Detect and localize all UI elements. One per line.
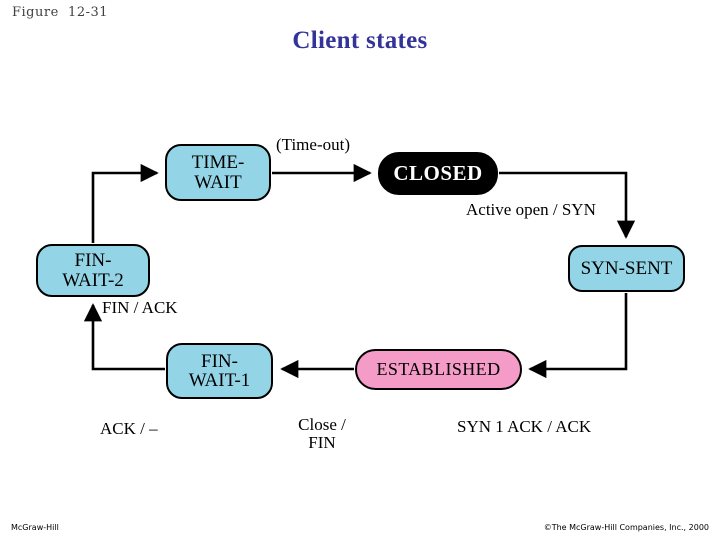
state-node-established[interactable]: ESTABLISHED xyxy=(355,349,522,390)
state-label-established: ESTABLISHED xyxy=(376,359,501,380)
edge-label-timeout: (Time-out) xyxy=(276,135,350,154)
state-label-fin-wait-2: FIN- WAIT-2 xyxy=(62,250,124,291)
state-node-time-wait[interactable]: TIME- WAIT xyxy=(165,144,271,201)
diagram-connectors xyxy=(83,163,636,379)
edge-label-close-fin: Close / FIN xyxy=(298,415,346,452)
edge-active-open xyxy=(499,171,636,239)
footer-copyright: ©The McGraw-Hill Companies, Inc., 2000 xyxy=(543,523,709,532)
edge-fin-ack xyxy=(91,163,159,243)
edge-label-syn-ack: SYN 1 ACK / ACK xyxy=(457,417,592,436)
figure-label: Figure 12-31 xyxy=(12,5,109,20)
edge-ack-dash xyxy=(83,303,165,371)
edge-label-fin-ack: FIN / ACK xyxy=(102,298,178,317)
state-node-closed[interactable]: CLOSED xyxy=(378,152,498,195)
edge-label-active-open: Active open / SYN xyxy=(466,200,596,219)
footer-publisher: McGraw-Hill xyxy=(11,523,59,532)
state-diagram: TIME- WAIT CLOSED SYN-SENT ESTABLISHED F… xyxy=(0,100,720,451)
state-node-fin-wait-1[interactable]: FIN- WAIT-1 xyxy=(166,343,273,399)
state-label-time-wait: TIME- WAIT xyxy=(191,152,245,193)
state-label-fin-wait-1: FIN- WAIT-1 xyxy=(188,350,251,391)
state-node-fin-wait-2[interactable]: FIN- WAIT-2 xyxy=(36,244,150,297)
state-node-syn-sent[interactable]: SYN-SENT xyxy=(568,245,685,292)
edge-label-ack-dash: ACK / – xyxy=(100,419,158,438)
edge-syn-ack xyxy=(528,293,628,379)
state-label-closed: CLOSED xyxy=(393,160,483,185)
page-title: Client states xyxy=(292,27,428,54)
state-label-syn-sent: SYN-SENT xyxy=(580,257,673,279)
